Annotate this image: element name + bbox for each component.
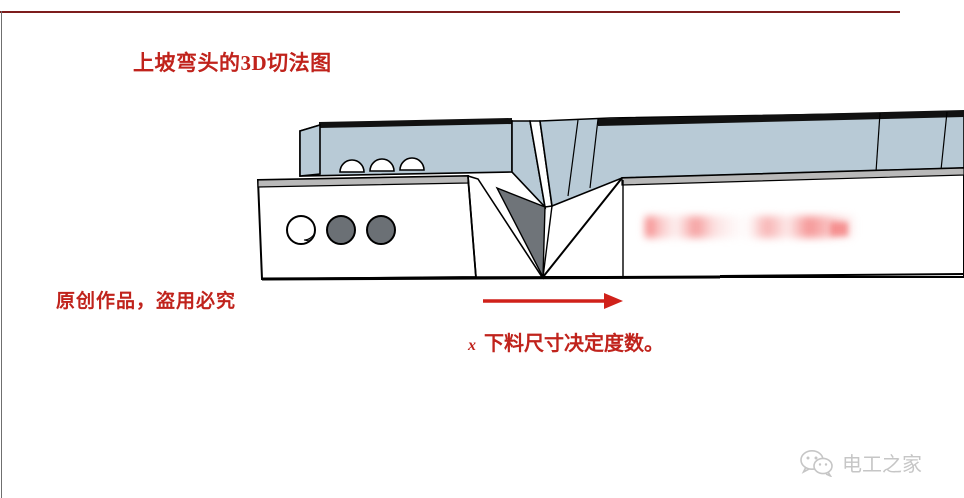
miter-shadow-face <box>495 186 546 280</box>
watermark-brand-text: 电工之家 <box>842 454 922 476</box>
blurred-watermark-band <box>645 216 855 238</box>
left-top-edge-band <box>319 118 512 128</box>
copyright-notice: 原创作品，盗用必究 <box>56 291 237 312</box>
frame-left-rule <box>1 11 2 498</box>
top-notch-1 <box>339 159 365 173</box>
frame-top-rule <box>0 11 900 13</box>
left-top-return <box>299 123 321 177</box>
direction-arrow <box>483 293 623 309</box>
rib-line-1 <box>567 119 579 197</box>
miter-edge-line <box>542 205 553 278</box>
caption-text: 下料尺寸决定度数。 <box>484 333 664 355</box>
page-title: 上坡弯头的3D切法图 <box>133 51 332 75</box>
rib-line-3 <box>875 112 881 173</box>
front-hole-2 <box>326 215 356 245</box>
caption-symbol-x: x <box>468 337 476 354</box>
right-top-edge-band <box>598 110 964 126</box>
top-notch-2 <box>369 158 395 172</box>
right-front-top-strip <box>621 167 964 186</box>
front-hole-1-crescent <box>303 231 316 242</box>
blurred-watermark-chip <box>830 222 848 236</box>
rib-line-4 <box>940 111 948 171</box>
rib-line-2 <box>589 118 599 189</box>
front-hole-3 <box>366 215 396 245</box>
base-line-left <box>261 275 721 281</box>
brand-watermark: 电工之家 <box>800 448 922 477</box>
front-hole-1 <box>286 215 316 245</box>
base-line-right <box>719 273 964 277</box>
wechat-icon <box>800 449 833 477</box>
top-notch-3 <box>399 157 425 171</box>
dimension-caption: x 下料尺寸决定度数。 <box>468 327 664 356</box>
miter-edge-line-2 <box>467 175 477 278</box>
